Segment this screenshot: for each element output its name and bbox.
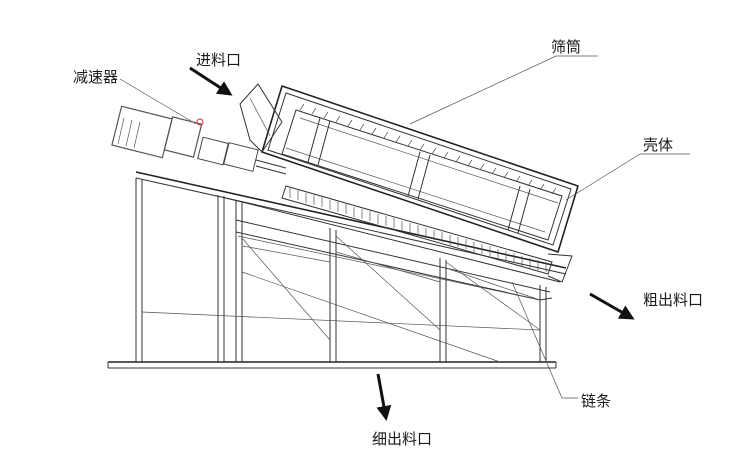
feed-inlet-label: 进料口 <box>196 51 242 69</box>
flow-arrows <box>189 66 635 421</box>
coarse-outlet-label: 粗出料口 <box>643 291 704 309</box>
inclined-frame <box>135 171 567 293</box>
screen-drum-label: 筛筒 <box>551 38 582 56</box>
leader-lines <box>119 55 690 399</box>
coarse-outlet-arrow <box>589 292 635 320</box>
chain-band <box>281 185 553 275</box>
base-frame <box>107 361 557 369</box>
housing-label: 壳体 <box>643 136 674 154</box>
fine-outlet-label: 细出料口 <box>372 430 433 448</box>
screen-drum <box>281 103 563 241</box>
chain-label: 链条 <box>581 392 612 410</box>
drive-unit <box>111 105 287 175</box>
feed-chute <box>239 83 283 153</box>
reducer <box>163 116 203 158</box>
feed-arrow <box>189 66 233 96</box>
support-legs <box>135 178 547 362</box>
hopper <box>235 226 553 301</box>
reducer-label: 减速器 <box>73 68 119 86</box>
fine-outlet-arrow <box>376 373 392 421</box>
coarse-outlet-chute <box>547 253 573 283</box>
cross-bracing <box>141 235 541 363</box>
housing-shell <box>261 84 579 254</box>
